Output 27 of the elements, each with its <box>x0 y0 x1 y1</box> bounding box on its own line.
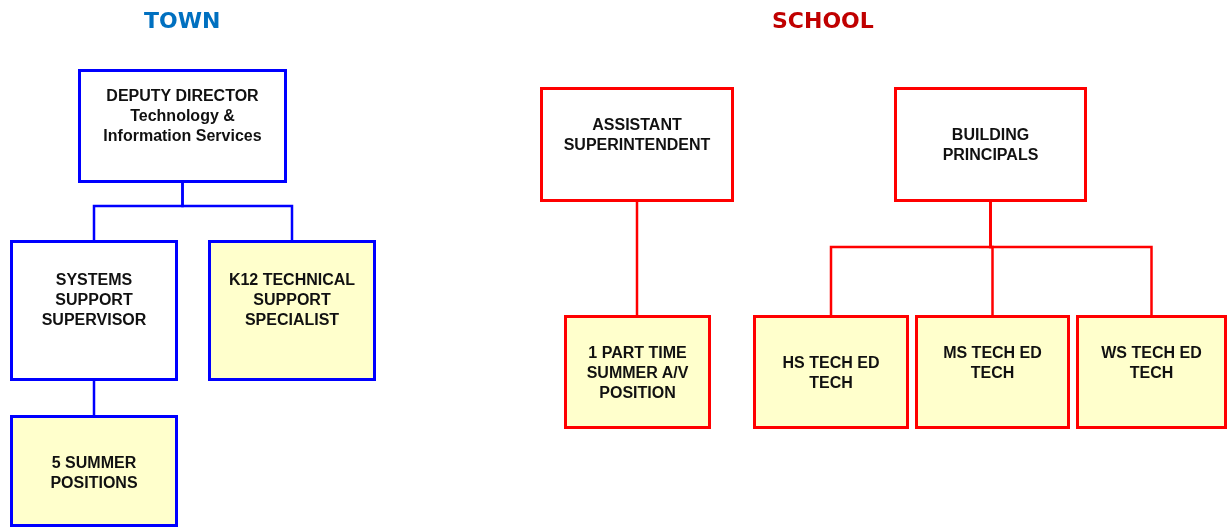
role-title: HS TECH ED TECH <box>781 353 881 393</box>
role-title: BUILDING PRINCIPALS <box>941 125 1040 165</box>
role-subtitle: Technology & Information Services <box>102 106 263 146</box>
role-title: WS TECH ED TECH <box>1100 343 1203 383</box>
org-chart-box <box>208 240 376 381</box>
role-title: DEPUTY DIRECTOR <box>105 86 260 106</box>
role-title: 5 SUMMER POSITIONS <box>49 453 139 493</box>
connector-line <box>989 202 1153 315</box>
connector-line <box>635 202 639 315</box>
org-chart-box <box>753 315 909 429</box>
org-chart-box <box>540 87 734 202</box>
role-title: MS TECH ED TECH <box>942 343 1043 383</box>
connector-line <box>181 183 294 240</box>
section-heading: TOWN <box>144 8 221 33</box>
org-chart-box <box>564 315 711 429</box>
org-chart-box <box>10 240 178 381</box>
connector-line <box>92 381 96 415</box>
org-chart-box <box>915 315 1070 429</box>
role-title: K12 TECHNICAL SUPPORT SPECIALIST <box>227 270 357 330</box>
org-chart-box <box>10 415 178 527</box>
role-title: SYSTEMS SUPPORT SUPERVISOR <box>40 270 148 330</box>
org-chart-box <box>78 69 287 183</box>
section-heading: SCHOOL <box>772 8 874 33</box>
org-chart-box <box>1076 315 1227 429</box>
role-title: 1 PART TIME SUMMER A/V POSITION <box>585 343 690 403</box>
org-chart-box <box>894 87 1087 202</box>
role-title: ASSISTANT SUPERINTENDENT <box>562 115 712 155</box>
